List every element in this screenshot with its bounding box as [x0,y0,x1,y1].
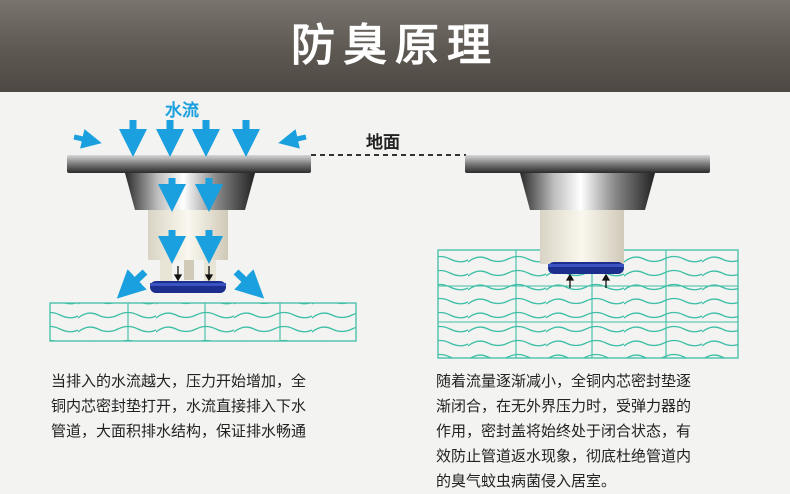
principle-diagram [49,120,739,359]
open-state-caption: 当排入的水流越大，压力开始增加，全 铜内芯密封垫打开，水流直接排入下水 管道，大… [51,369,371,444]
caption-line: 作用，密封盖将始终处于闭合状态，有 [436,422,692,440]
header-banner: 防臭原理 [0,0,790,92]
caption-line: 管道，大面积排水结构，保证排水畅通 [51,422,307,440]
open-seal [150,281,226,293]
closed-seal [548,262,624,274]
page-title: 防臭原理 [291,20,499,71]
caption-line: 渐闭合，在无外界压力时，受弹力器的 [436,397,692,415]
water-flow-label: 水流 [165,101,199,121]
caption-line: 效防止管道返水现象，彻底杜绝管道内 [436,447,692,465]
caption-line: 铜内芯密封垫打开，水流直接排入下水 [51,397,307,415]
pressure-arrows-up [565,273,611,288]
water-flow-arrows [73,120,307,299]
caption-line: 当排入的水流越大，压力开始增加，全 [51,372,307,390]
closed-state-caption: 随着流量逐渐减小，全铜内芯密封垫逐 渐闭合，在无外界压力时，受弹力器的 作用，密… [436,369,758,494]
ground-label: 地面 [366,133,400,153]
caption-line: 的臭气蚊虫病菌侵入居室。 [436,472,617,490]
pressure-arrows-down [173,266,214,282]
closed-drain [465,155,710,274]
caption-line: 随着流量逐渐减小，全铜内芯密封垫逐 [436,372,692,390]
left-water-bands [49,302,357,342]
open-drain [67,155,311,293]
